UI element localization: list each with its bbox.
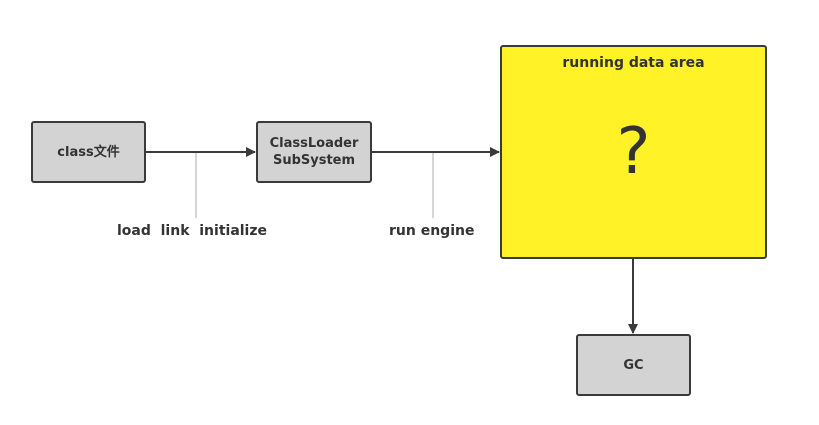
running-data-area-title: running data area xyxy=(562,55,705,71)
load-link-initialize-label: load link initialize xyxy=(117,223,268,239)
gc-label: GC xyxy=(623,357,644,373)
running-data-area-node: running data area ? xyxy=(500,45,767,259)
class-file-node: class文件 xyxy=(31,121,146,183)
classloader-label-line1: ClassLoader xyxy=(269,136,359,151)
classloader-label-line2: SubSystem xyxy=(272,153,356,168)
run-engine-label: run engine xyxy=(389,223,475,239)
class-file-label: class文件 xyxy=(57,144,120,160)
gc-node: GC xyxy=(576,334,691,396)
question-mark-symbol: ? xyxy=(616,115,651,189)
classloader-subsystem-node: ClassLoader SubSystem xyxy=(256,121,372,183)
